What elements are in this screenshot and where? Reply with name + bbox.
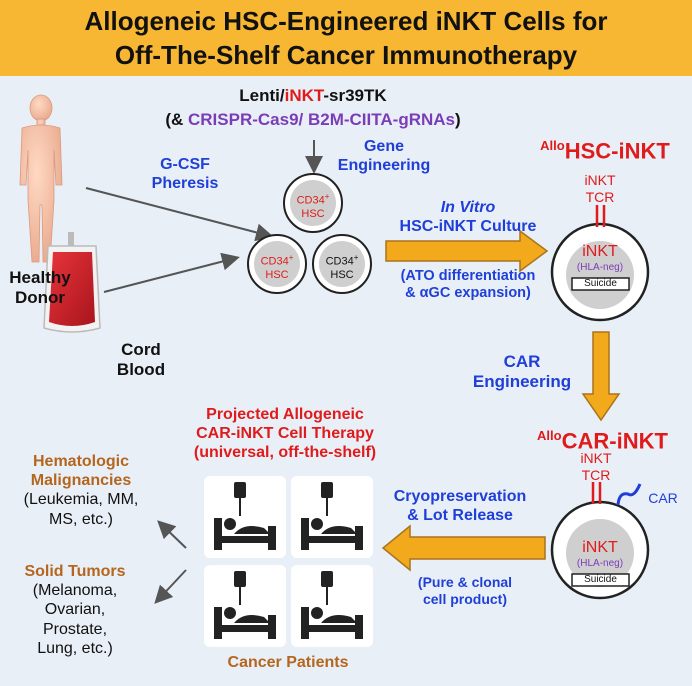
hsc-cell-top (283, 173, 343, 233)
hospital-bed-icon (204, 476, 286, 558)
car-inkt-hla-label: (HLA-neg) (576, 558, 624, 569)
hsc-inkt-suicide-label: Suicide (584, 278, 617, 289)
lenti-vector-label: Lenti/iNKT-sr39TK (239, 86, 387, 105)
car-inkt-nucleus-label: iNKT (582, 539, 618, 556)
hospital-bed-icon (291, 476, 373, 558)
hsc-inkt-cell (550, 205, 650, 322)
hsc-inkt-nucleus-label: iNKT (582, 243, 618, 260)
car-receptor-label: CAR (648, 490, 678, 506)
car-inkt-title: AlloCAR-iNKT (537, 428, 668, 454)
hsc-cell-left (247, 234, 307, 294)
orange-arrow-culture (385, 229, 549, 273)
hsc-cell-right (312, 234, 372, 294)
solid-tumors-label: Solid Tumors (Melanoma, Ovarian, Prostat… (24, 563, 126, 657)
blood-bag-icon (43, 232, 101, 333)
hsc-cell-top-label: CD34+HSC (296, 192, 330, 220)
title-line-2: Off-The-Shelf Cancer Immunotherapy (114, 40, 578, 70)
orange-arrow-car-engineering (581, 331, 621, 422)
cancer-patients-label: Cancer Patients (227, 654, 349, 671)
hsc-inkt-title: AlloHSC-iNKT (540, 138, 670, 164)
hematologic-label: Hematologic Malignancies (Leukemia, MM, … (23, 453, 139, 528)
hsc-cell-left-label: CD34+HSC (260, 253, 294, 281)
orange-arrow-cryo (381, 524, 546, 572)
hospital-bed-icon (291, 565, 373, 647)
human-silhouette-icon (19, 94, 63, 263)
hospital-bed-icon (204, 565, 286, 647)
hsc-cell-right-label: CD34+HSC (325, 253, 359, 281)
car-inkt-cell (550, 482, 650, 600)
crispr-label: (& CRISPR-Cas9/ B2M-CIITA-gRNAs) (165, 110, 461, 129)
cryopreservation-label: Cryopreservation& Lot Release (393, 488, 527, 525)
hsc-inkt-hla-label: (HLA-neg) (576, 262, 624, 273)
title-banner: Allogeneic HSC-Engineered iNKT Cells for… (0, 0, 692, 76)
car-inkt-suicide-label: Suicide (584, 574, 617, 585)
ato-expansion-label: (ATO differentiation& αGC expansion) (400, 268, 536, 302)
title-line-1: Allogeneic HSC-Engineered iNKT Cells for (84, 6, 608, 36)
